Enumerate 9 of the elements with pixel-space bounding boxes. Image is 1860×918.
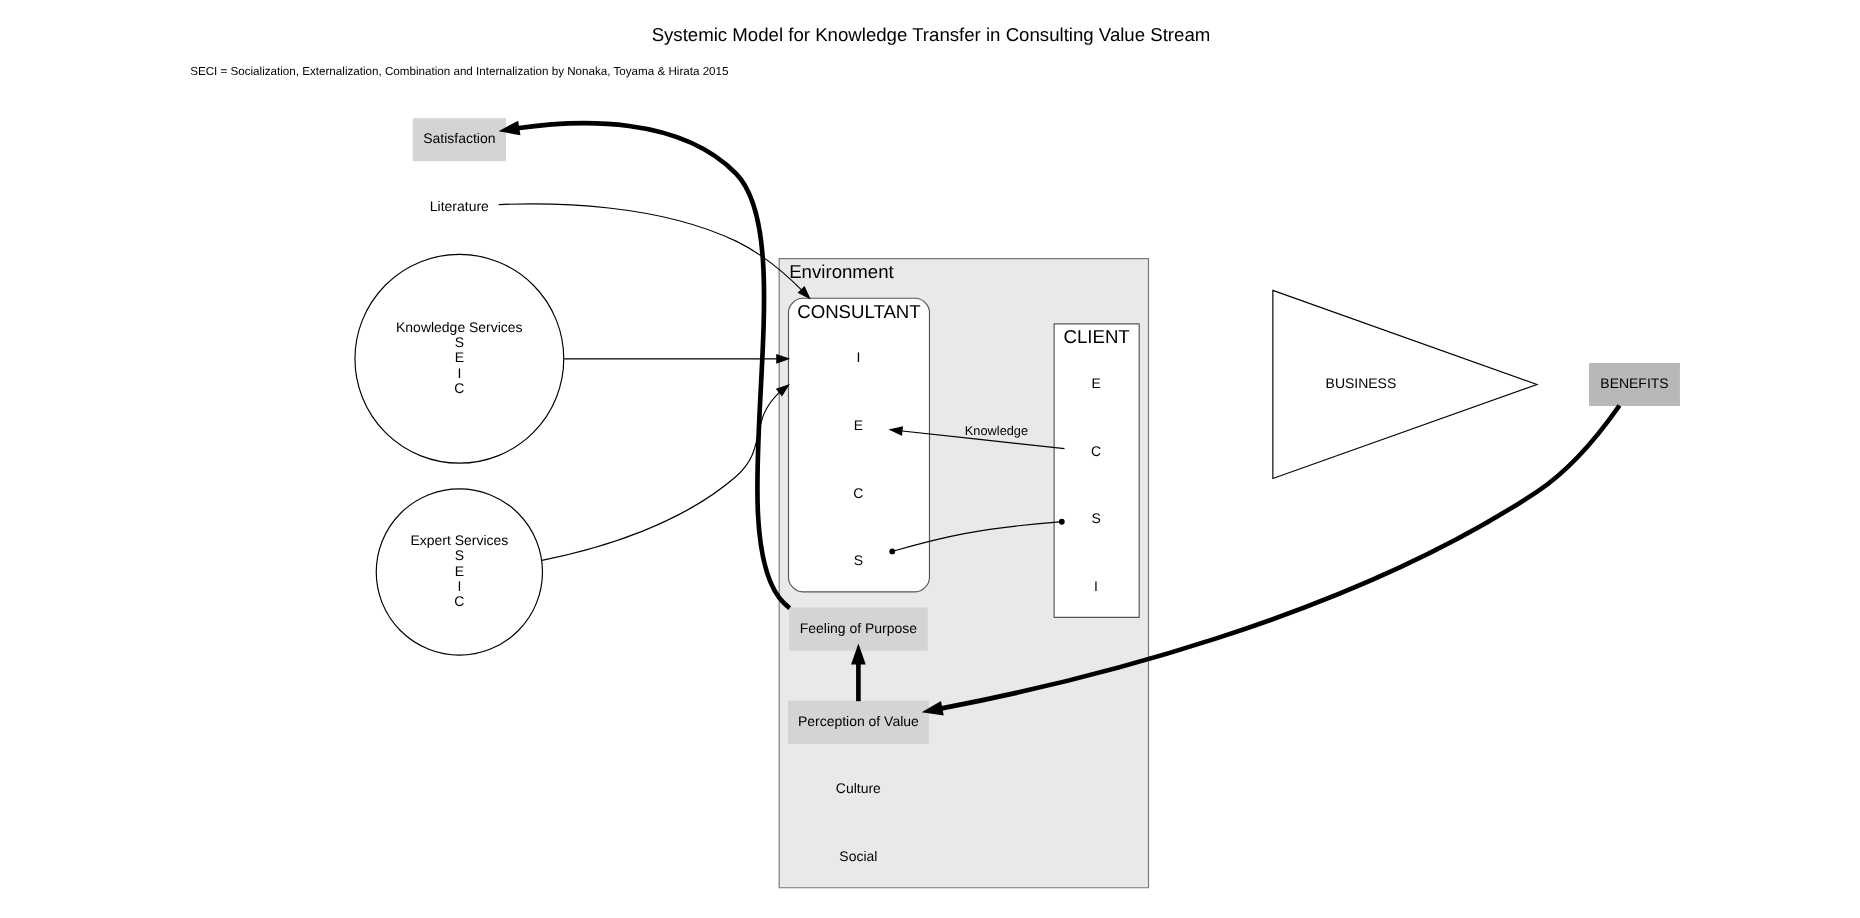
arrow bbox=[562, 353, 790, 364]
arrow bbox=[887, 426, 1065, 450]
connector bbox=[888, 518, 1064, 555]
arrow bbox=[920, 404, 1621, 716]
arrow bbox=[540, 383, 789, 561]
arrow bbox=[497, 203, 810, 300]
arrow bbox=[497, 120, 791, 610]
diagram-title: Systemic Model for Knowledge Transfer in Consulting Value Stream bbox=[650, 24, 1210, 45]
arrow bbox=[850, 643, 865, 702]
